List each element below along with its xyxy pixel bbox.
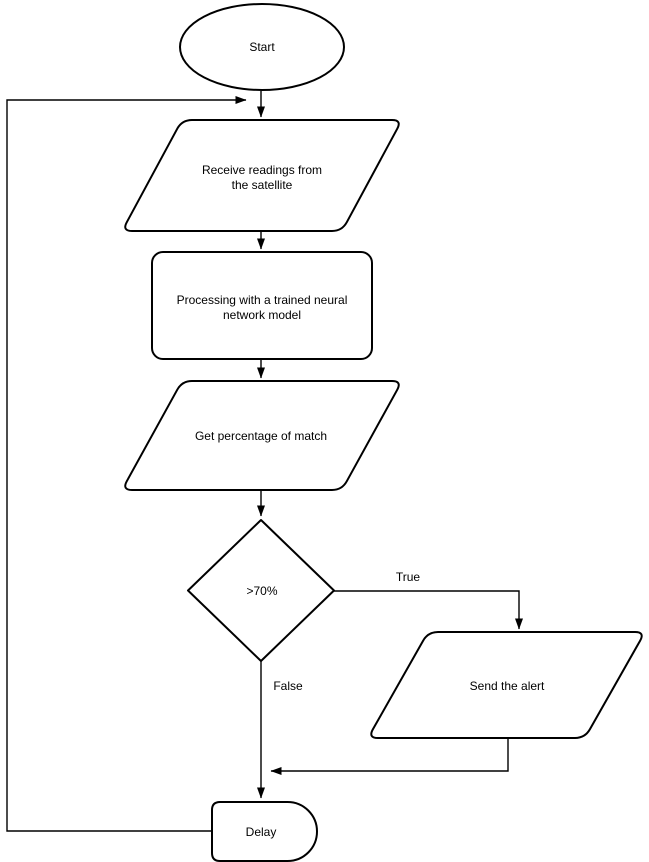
delay-label: Delay xyxy=(246,825,277,839)
send-alert-shape xyxy=(370,631,643,739)
decision-label: >70% xyxy=(246,584,277,598)
edge-label-false: False xyxy=(273,679,303,693)
processing-node: Processing with a trained neural network… xyxy=(151,251,373,360)
receive-readings-node: Receive readings from the satellite xyxy=(124,119,400,232)
receive-readings-label-line2: the satellite xyxy=(232,178,293,192)
get-percentage-node: Get percentage of match xyxy=(124,380,400,491)
edges: True False xyxy=(6,91,523,832)
send-alert-node: Send the alert xyxy=(370,631,643,739)
start-node: Start xyxy=(179,3,345,91)
delay-node: Delay xyxy=(211,801,318,862)
delay-shape xyxy=(211,801,318,862)
processing-shape xyxy=(151,251,373,360)
decision-shape xyxy=(187,519,335,662)
receive-readings-label-line1: Receive readings from xyxy=(202,163,322,177)
edge-decision-true-to-send-alert xyxy=(334,590,523,630)
edge-label-true: True xyxy=(396,570,421,584)
processing-label-line2: network model xyxy=(223,308,301,322)
receive-readings-shape xyxy=(124,119,400,232)
start-label: Start xyxy=(249,40,275,54)
edge-send-alert-to-false-line xyxy=(270,738,509,775)
decision-node: >70% xyxy=(187,519,335,662)
get-percentage-label: Get percentage of match xyxy=(195,429,327,443)
processing-label-line1: Processing with a trained neural xyxy=(177,293,348,307)
start-shape xyxy=(179,3,345,91)
get-percentage-shape xyxy=(124,380,400,491)
send-alert-label: Send the alert xyxy=(470,679,545,693)
edge-delay-loopback xyxy=(6,96,247,832)
